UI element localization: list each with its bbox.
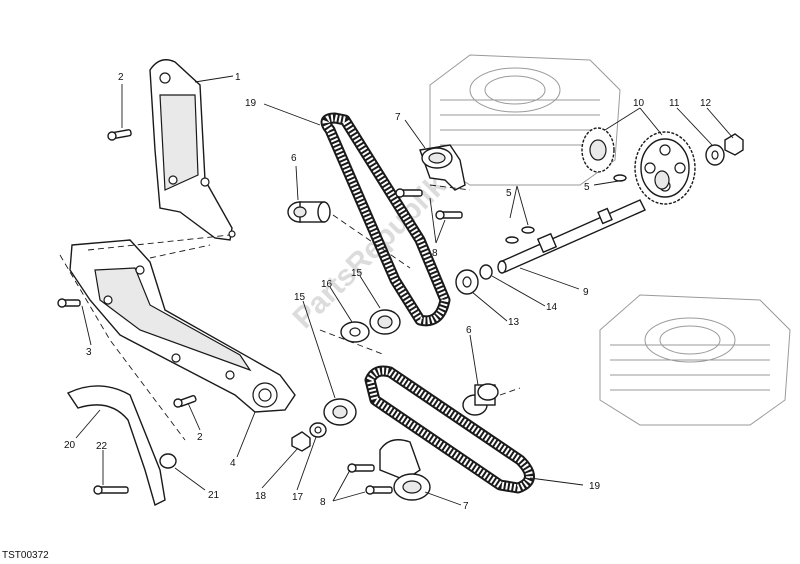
callout-14: 14 bbox=[546, 302, 558, 313]
gear-10-small bbox=[581, 127, 615, 173]
callout-13: 13 bbox=[508, 317, 520, 328]
callout-5-right: 5 bbox=[584, 182, 590, 193]
callout-19-lower: 19 bbox=[589, 481, 601, 492]
screw-2-lower bbox=[173, 394, 197, 408]
screw-2-upper bbox=[107, 129, 132, 141]
callout-3: 3 bbox=[86, 347, 92, 358]
callout-22: 22 bbox=[96, 441, 108, 452]
screw-3 bbox=[57, 298, 81, 308]
upper-belt-cover bbox=[149, 59, 236, 241]
callout-8-lower: 8 bbox=[320, 497, 326, 508]
spacer-21 bbox=[159, 453, 177, 469]
callout-17: 17 bbox=[292, 492, 304, 503]
callout-8-upper: 8 bbox=[432, 248, 438, 259]
callout-4: 4 bbox=[230, 458, 236, 469]
screws-8-lower bbox=[347, 463, 393, 495]
nut-12 bbox=[724, 133, 744, 156]
callout-19-upper: 19 bbox=[245, 98, 257, 109]
gear-10-large bbox=[634, 131, 696, 205]
callout-18: 18 bbox=[255, 491, 267, 502]
callout-9: 9 bbox=[583, 287, 589, 298]
callout-12: 12 bbox=[700, 98, 712, 109]
ghost-cylinder-head-bottom bbox=[599, 294, 791, 426]
leader-lines bbox=[75, 75, 734, 506]
callout-10: 10 bbox=[633, 98, 645, 109]
callout-15-upper: 15 bbox=[351, 268, 363, 279]
callout-6-upper: 6 bbox=[291, 153, 297, 164]
lower-belt-cover bbox=[69, 239, 296, 413]
tensioner-lower bbox=[379, 439, 431, 501]
assembly-guides bbox=[59, 184, 521, 441]
callout-20: 20 bbox=[64, 440, 76, 451]
washer-13 bbox=[455, 269, 479, 295]
pulley-15-upper bbox=[369, 309, 401, 335]
ring-14 bbox=[479, 264, 493, 280]
callout-1: 1 bbox=[235, 72, 241, 83]
callout-2-lower: 2 bbox=[197, 432, 203, 443]
callout-6-lower: 6 bbox=[466, 325, 472, 336]
camshaft bbox=[497, 199, 646, 274]
upper-timing-belt bbox=[320, 112, 451, 327]
callout-7-lower: 7 bbox=[463, 501, 469, 512]
callout-7-upper: 7 bbox=[395, 112, 401, 123]
callout-16: 16 bbox=[321, 279, 333, 290]
washer-17 bbox=[309, 422, 327, 438]
bracket-20 bbox=[66, 385, 166, 507]
lower-timing-belt bbox=[364, 365, 535, 494]
washer-16 bbox=[340, 321, 370, 343]
washer-11 bbox=[705, 144, 725, 166]
pulley-15-lower bbox=[323, 398, 357, 426]
callout-5-left: 5 bbox=[506, 188, 512, 199]
callout-2-upper: 2 bbox=[118, 72, 124, 83]
callout-15-lower: 15 bbox=[294, 292, 306, 303]
tensioner-upper bbox=[419, 144, 466, 191]
screws-8-upper bbox=[395, 188, 463, 220]
drawing-code: TST00372 bbox=[2, 550, 49, 561]
callout-11: 11 bbox=[669, 98, 680, 109]
callout-21: 21 bbox=[208, 490, 220, 501]
spacer-6-lower bbox=[462, 383, 499, 416]
nut-18 bbox=[291, 431, 311, 452]
spacer-6-upper bbox=[287, 201, 331, 223]
callouts: 1 2 2 3 4 5 5 6 6 7 7 8 8 9 10 11 12 13 … bbox=[64, 72, 712, 512]
screw-22 bbox=[93, 485, 129, 495]
